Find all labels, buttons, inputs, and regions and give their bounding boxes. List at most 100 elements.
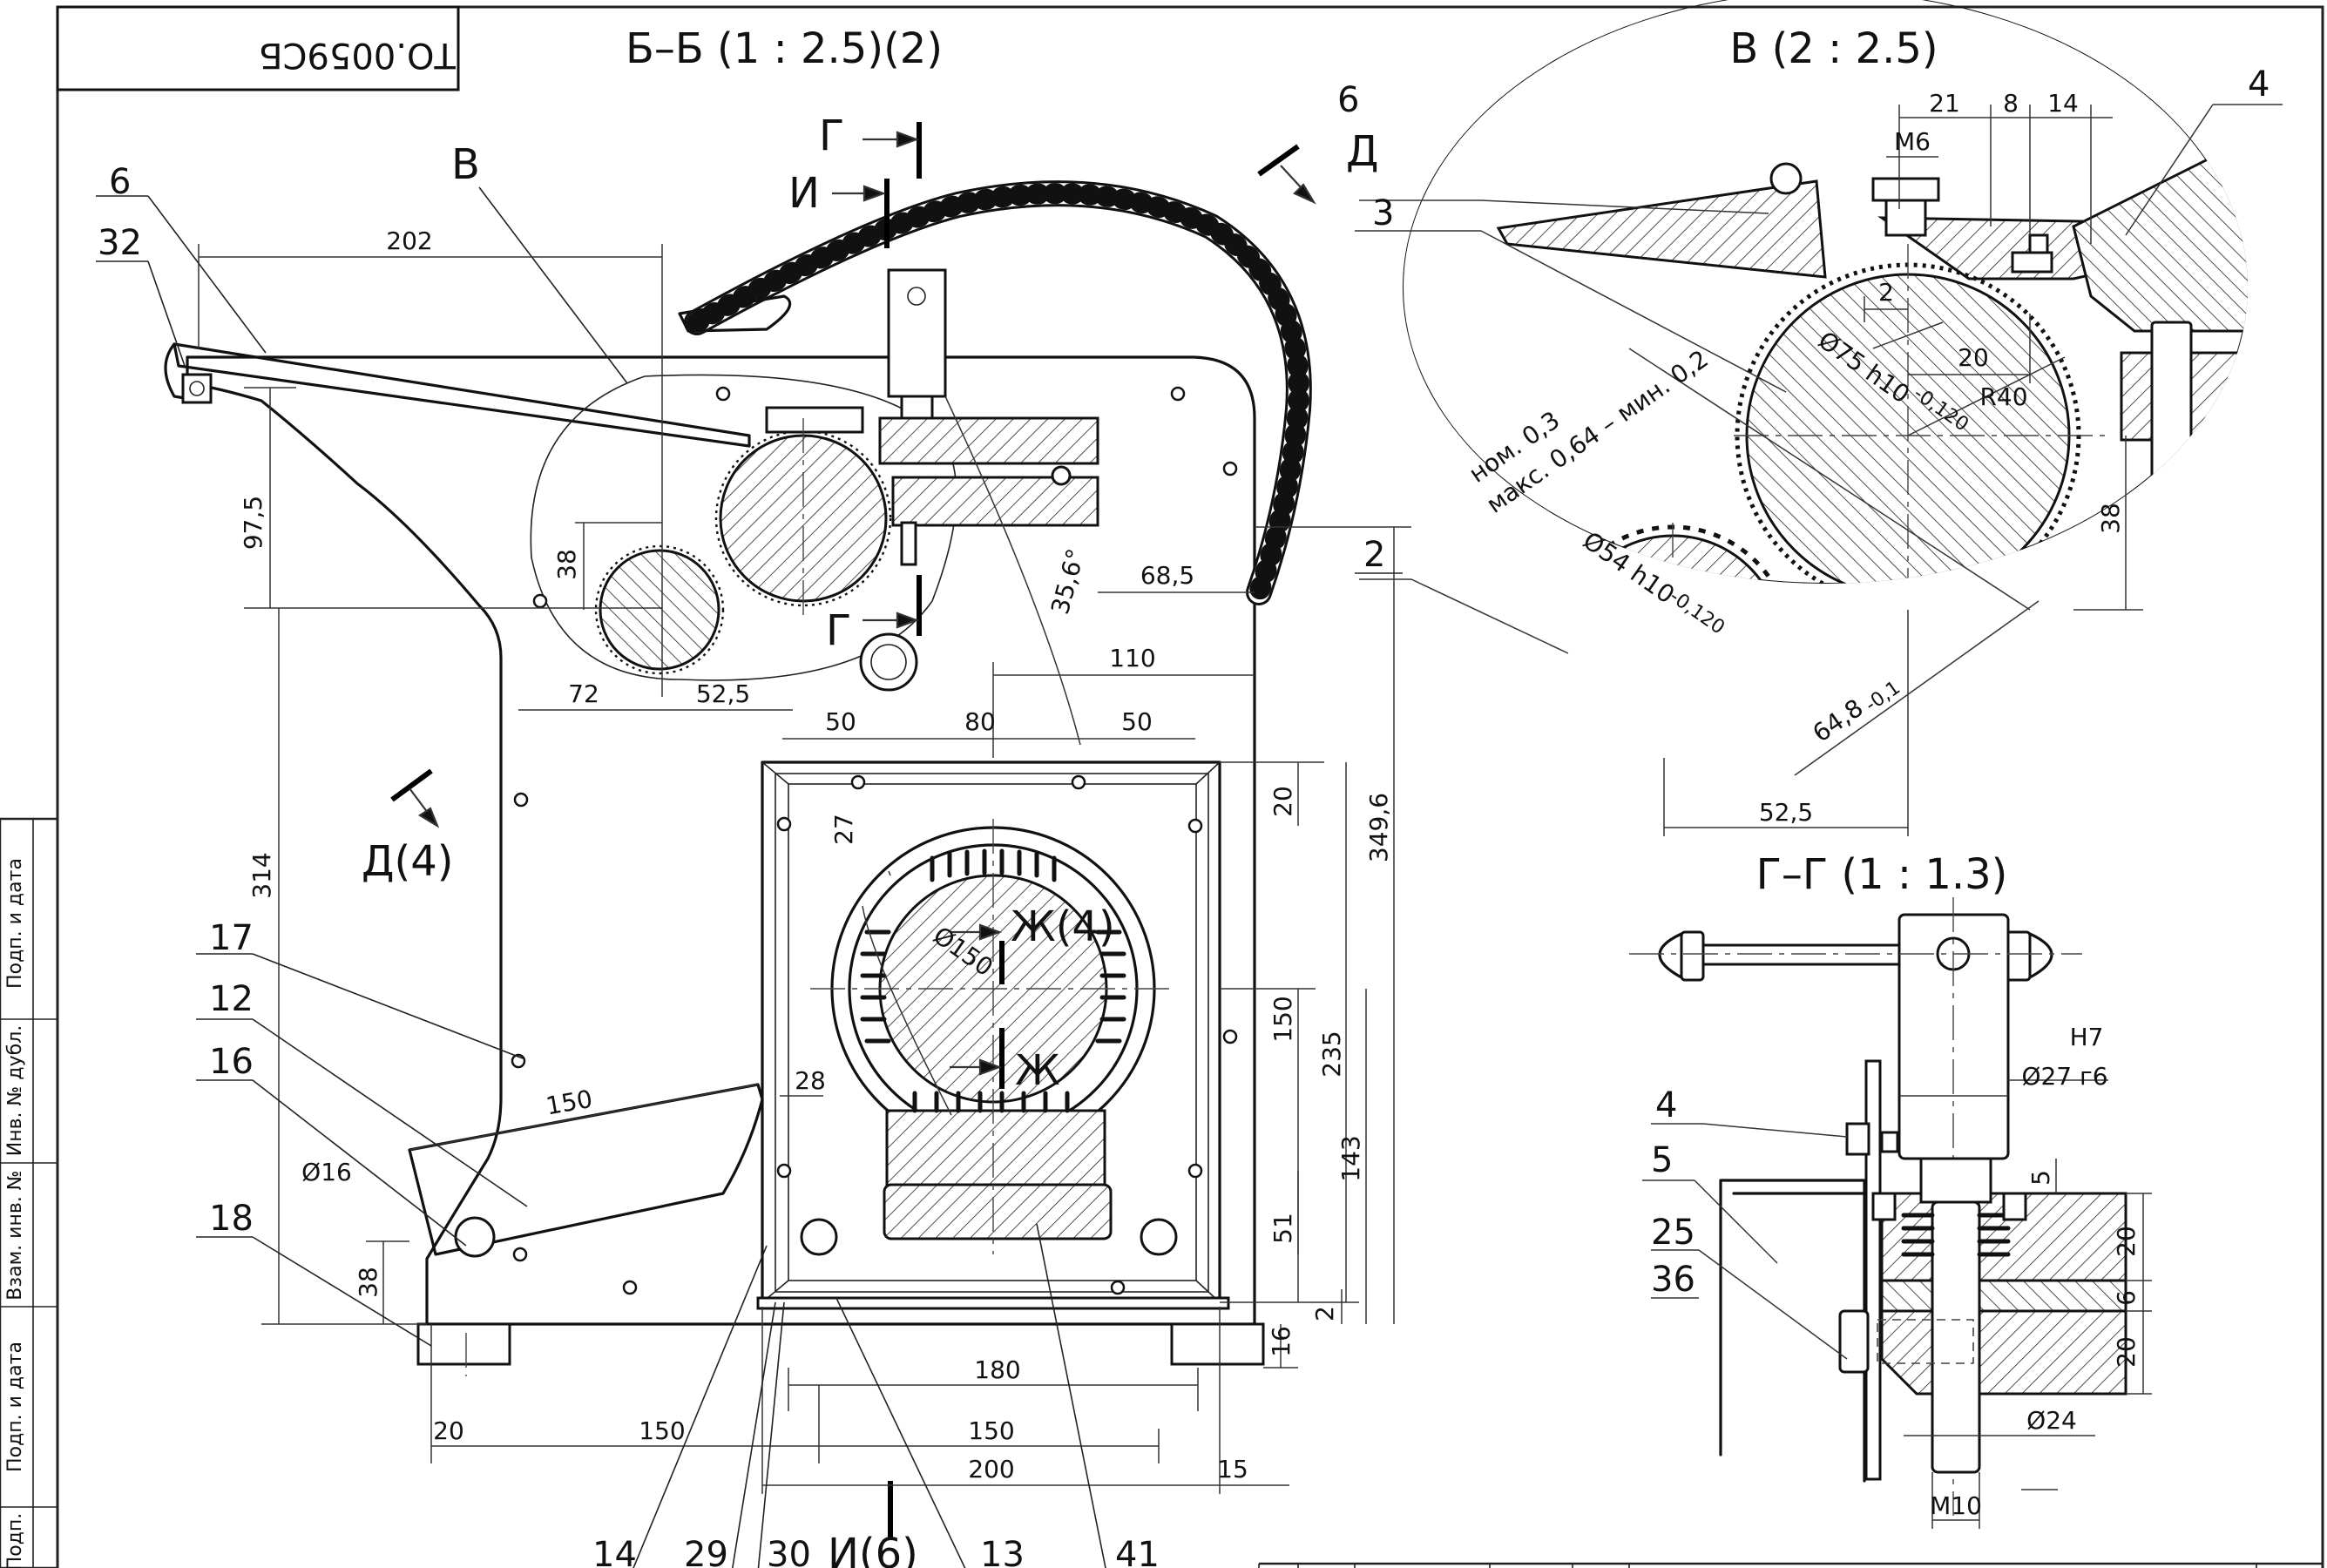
dim-38a: 38: [552, 549, 581, 580]
dim-180: 180: [974, 1355, 1020, 1384]
foot-right: [1170, 1322, 1265, 1366]
dim-150b: 150: [639, 1416, 685, 1445]
detail-dim-64-8: 64,8: [1808, 693, 1869, 748]
callout-18: 18: [209, 1199, 254, 1239]
detail-dim-21: 21: [1929, 89, 1960, 118]
section-gg-view: 4 5 25 36 H7 Ø27 г6 5 20 6 20 Ø24 M10: [1629, 897, 2152, 1529]
callout-32: 32: [98, 223, 142, 263]
dim-35-6: 35,6°: [1045, 545, 1091, 617]
drawing-number-box: [56, 5, 460, 91]
callout-12: 12: [209, 979, 254, 1019]
marker-d4: Д(4): [362, 837, 454, 886]
gg-dim-5: 5: [2026, 1170, 2055, 1186]
binding-label-5: Подп.: [4, 1513, 26, 1568]
dim-50a: 50: [825, 707, 856, 736]
marker-d-top: Д: [1346, 127, 1379, 176]
gg-dim-6: 6: [2112, 1290, 2141, 1306]
housing-outline: [186, 355, 1256, 1326]
gear-small-main: [599, 549, 720, 671]
dim-20a: 20: [1268, 786, 1297, 817]
binding-label-3: Взам. инв. №: [4, 1170, 26, 1300]
dim-110: 110: [1109, 644, 1155, 672]
gg-fit-h7: H7: [2070, 1023, 2104, 1051]
callout-41: 41: [1115, 1535, 1160, 1568]
gg-dim-dia-24: Ø24: [2026, 1406, 2077, 1435]
dim-38b: 38: [354, 1267, 382, 1298]
detail-dim-20: 20: [1958, 343, 1989, 372]
motor-fins: [860, 848, 1126, 1044]
gg-dim-20b: 20: [2112, 1336, 2141, 1368]
dim-314: 314: [247, 852, 276, 898]
dim-28: 28: [795, 1066, 826, 1095]
binding-label-1: Подп. и дата: [4, 858, 26, 989]
dim-68-5: 68,5: [1140, 561, 1194, 590]
callout-30: 30: [767, 1535, 811, 1568]
callout-29: 29: [684, 1535, 728, 1568]
dim-80: 80: [964, 707, 996, 736]
callout-2: 2: [1363, 535, 1385, 575]
dim-72: 72: [568, 679, 599, 708]
view-title-section-gg: Г–Г (1 : 1.3): [1756, 850, 2008, 899]
detail-view-v: 6 3 4 21 8 14 M6 2 20 R40 38 52,5 Ø75 h1…: [1337, 0, 2283, 836]
detail-dim-64-8-tol: -0,1: [1862, 677, 1905, 716]
dim-150h: 150: [968, 1416, 1014, 1445]
lever-arm: [172, 342, 751, 448]
dim-202: 202: [386, 226, 432, 255]
marker-zh4: Ж(4): [1011, 902, 1115, 951]
dim-51: 51: [1268, 1213, 1297, 1244]
sheet-frame: ТО.0059СБ Подп. и дата Инв. № дубл. Взам…: [0, 5, 2324, 1568]
detail-dim-r40: R40: [1979, 382, 2027, 411]
dim-235: 235: [1317, 1031, 1346, 1077]
binding-label-4: Подп. и дата: [4, 1342, 26, 1472]
dim-50b: 50: [1121, 707, 1153, 736]
gg-dim-m10: M10: [1930, 1491, 1982, 1520]
marker-g-top: Г: [819, 112, 844, 160]
view-title-view-v: В (2 : 2.5): [1729, 24, 1938, 73]
detail-dim-8: 8: [2003, 89, 2019, 118]
callout-14: 14: [592, 1535, 637, 1568]
detail-callout-4: 4: [2248, 64, 2270, 105]
dim-200: 200: [968, 1455, 1014, 1484]
dim-150v: 150: [1268, 996, 1297, 1042]
view-title-section-bb: Б–Б (1 : 2.5)(2): [626, 24, 943, 73]
dim-dia-16: Ø16: [301, 1158, 352, 1186]
callout-6: 6: [109, 162, 131, 202]
dim-15: 15: [1217, 1455, 1248, 1484]
callout-16: 16: [209, 1042, 254, 1082]
dim-349-6: 349,6: [1364, 793, 1393, 862]
dim-20b: 20: [433, 1416, 464, 1445]
detail-callout-6: 6: [1337, 80, 1359, 120]
marker-v-leader: В: [451, 140, 480, 189]
callout-13: 13: [980, 1535, 1025, 1568]
dim-143: 143: [1336, 1135, 1365, 1181]
callout-17: 17: [209, 918, 254, 958]
gear-small-detail: [1562, 534, 1783, 584]
dim-97-5: 97,5: [239, 496, 267, 550]
dim-52-5: 52,5: [696, 679, 750, 708]
marker-i6: И(6): [828, 1530, 918, 1568]
main-assembly-view: Г И Д Г Д(4) Ж(4) Ж И(6) В: [96, 112, 1411, 1568]
detail-dim-m6: M6: [1894, 127, 1931, 156]
detail-dim-38: 38: [2096, 503, 2125, 534]
dim-16: 16: [1267, 1326, 1295, 1357]
gg-callout-25: 25: [1651, 1213, 1695, 1253]
motor-base: [885, 1109, 1106, 1191]
gg-dim-20a: 20: [2112, 1226, 2141, 1257]
binding-label-2: Инв. № дубл.: [4, 1025, 26, 1157]
dim-27: 27: [829, 814, 858, 845]
marker-g-mid: Г: [826, 606, 851, 655]
detail-dim-52-5: 52,5: [1759, 798, 1813, 827]
gg-callout-36: 36: [1651, 1260, 1695, 1300]
gg-dim-dia-27: Ø27 г6: [2021, 1062, 2107, 1091]
marker-zh: Ж: [1015, 1046, 1060, 1095]
drawing-number: ТО.0059СБ: [259, 35, 457, 75]
detail-callout-3: 3: [1372, 193, 1394, 233]
marker-i-top: И: [788, 169, 820, 218]
detail-dim-2: 2: [1878, 278, 1894, 307]
foot-left: [416, 1322, 511, 1366]
coolant-hose: [678, 180, 1312, 605]
gg-callout-4: 4: [1655, 1085, 1677, 1125]
gg-callout-5: 5: [1651, 1140, 1673, 1180]
detail-dim-dia-54-tol: -0,120: [1666, 585, 1728, 639]
